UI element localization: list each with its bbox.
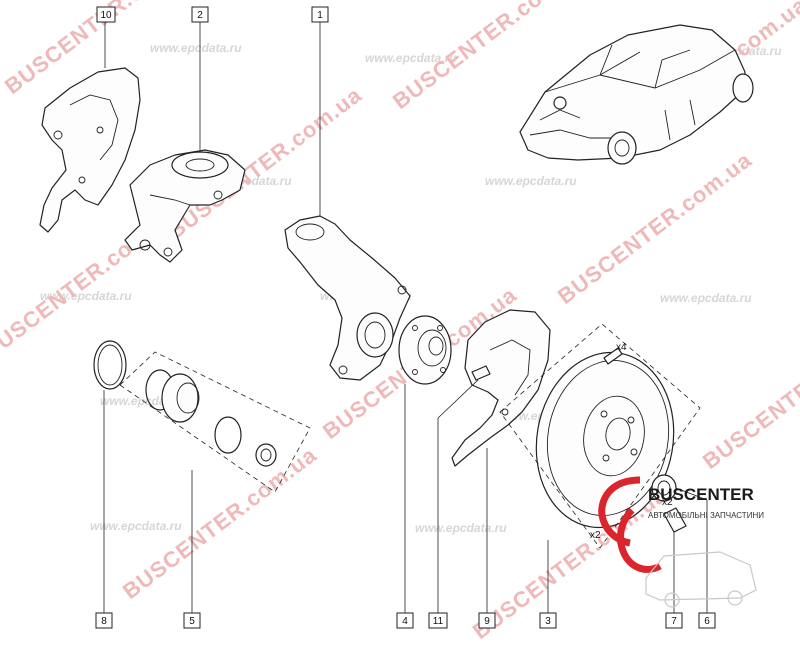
svg-text:4: 4 (402, 616, 408, 627)
svg-text:5: 5 (189, 616, 195, 627)
callout-5[interactable]: 5 (183, 612, 201, 629)
callout-8[interactable]: 8 (95, 612, 113, 629)
quantity-screw: x2 (662, 497, 673, 508)
logo-c-mark (598, 476, 641, 547)
callout-9[interactable]: 9 (478, 612, 496, 629)
callout-1[interactable]: 1 (311, 6, 329, 23)
watermark-buscenter: BUSCENTER.com.ua (553, 147, 757, 309)
disc-screw (663, 507, 687, 533)
svg-text:11: 11 (433, 616, 444, 627)
steering-knuckle (284, 215, 411, 381)
circlip (93, 340, 127, 390)
svg-text:6: 6 (704, 616, 710, 627)
disc-kit-outline (499, 323, 701, 549)
callout-10[interactable]: 10 (96, 6, 116, 23)
suspension-arm (124, 149, 246, 263)
bearing-kit-outline (119, 351, 311, 493)
callout-4[interactable]: 4 (396, 612, 414, 629)
svg-text:9: 9 (484, 616, 490, 627)
watermark-epcdata: www.epcdata.ru (485, 174, 577, 188)
svg-text:3: 3 (545, 616, 551, 627)
disc-bolt (603, 347, 623, 365)
svg-text:7: 7 (671, 616, 677, 627)
logo-brand-text: BUSCENTER (648, 485, 754, 504)
splash-shield-upper (39, 67, 141, 233)
quantity-disc: x2 (590, 530, 601, 541)
svg-text:2: 2 (197, 10, 203, 21)
logo-tagline-text: АВТОМОБІЛЬНІ ЗАПЧАСТИНИ (648, 511, 764, 520)
buscenter-logo: BUSCENTER АВТОМОБІЛЬНІ ЗАПЧАСТИНИ (598, 476, 764, 608)
logo-b-mark (616, 507, 662, 573)
watermark-epcdata: www.epcdata.ru (90, 519, 182, 533)
watermark-epcdata: www.epcdata.ru (415, 521, 507, 535)
logo-van-silhouette (645, 551, 757, 601)
svg-text:10: 10 (100, 10, 112, 21)
watermark-epcdata: www.epcdata.ru (150, 41, 242, 55)
shield-bolt (471, 365, 491, 381)
svg-text:8: 8 (101, 616, 107, 627)
vehicle-location-inset (519, 24, 754, 165)
bearing-kit (119, 351, 311, 493)
watermark-buscenter: BUSCENTER.com.ua (698, 312, 800, 474)
wheel-hub (398, 315, 452, 385)
quantity-bolt: x4 (616, 342, 627, 353)
callout-7[interactable]: 7 (665, 612, 683, 629)
callout-11[interactable]: 11 (428, 612, 448, 629)
svg-text:1: 1 (317, 10, 323, 21)
callout-6[interactable]: 6 (698, 612, 716, 629)
callout-2[interactable]: 2 (191, 6, 209, 23)
watermark-epcdata: www.epcdata.ru (660, 291, 752, 305)
watermark-epcdata: www.epcdata.ru (365, 51, 457, 65)
watermark-epcdata: www.epcdata.ru (40, 289, 132, 303)
callout-3[interactable]: 3 (539, 612, 557, 629)
